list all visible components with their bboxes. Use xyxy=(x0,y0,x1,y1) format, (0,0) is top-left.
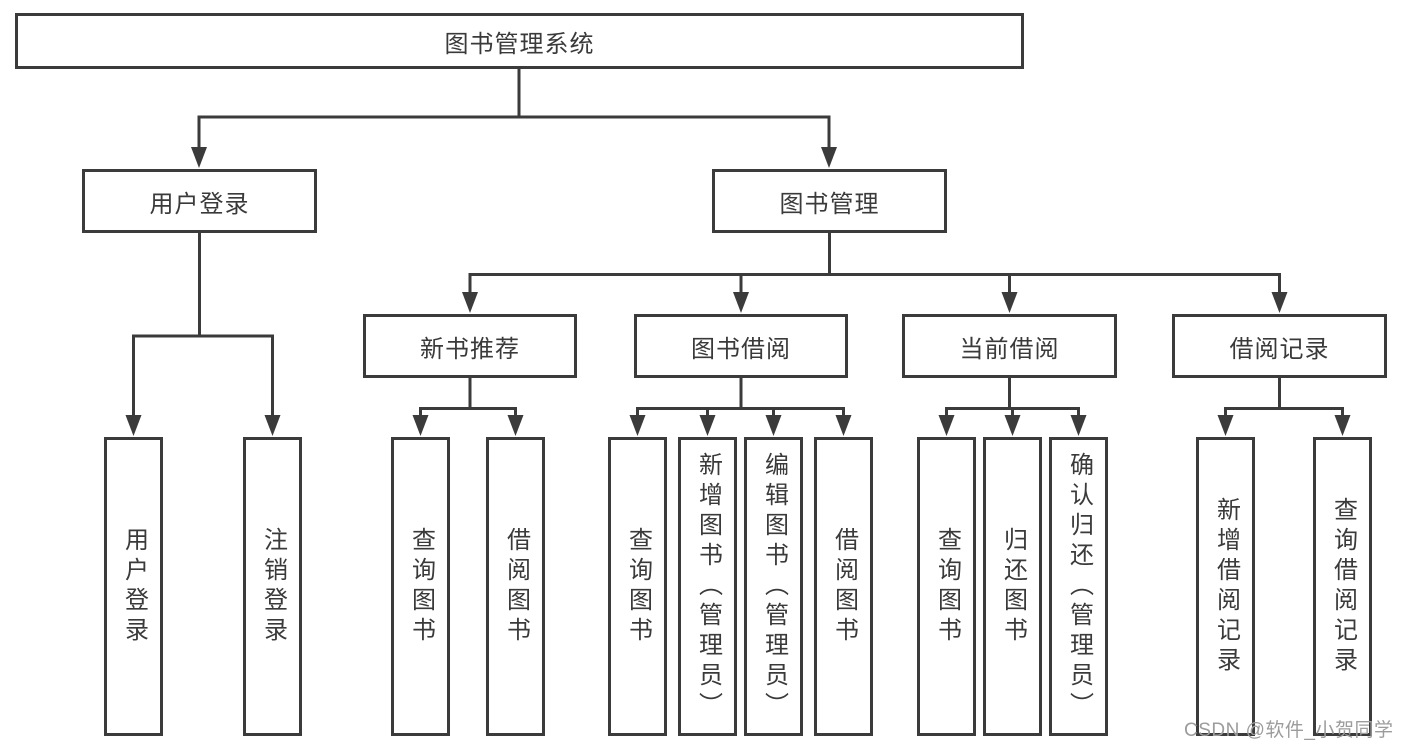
leaf-label: 查询图书 xyxy=(933,526,961,647)
node-label: 图书管理 xyxy=(779,190,880,218)
leaf-logout: 注销登录 xyxy=(243,437,302,736)
leaf-borrow-books-recommend: 借阅图书 xyxy=(486,437,545,736)
leaf-user-login: 用户登录 xyxy=(104,437,163,736)
arrow-icon xyxy=(125,415,142,436)
arrow-icon xyxy=(264,415,281,436)
leaf-label: 查询图书 xyxy=(624,526,652,647)
csdn-watermark: CSDN @软件_小贺同学 xyxy=(1184,720,1394,741)
leaf-label: 编辑图书（管理员） xyxy=(760,451,788,722)
leaf-query-books-current: 查询图书 xyxy=(917,437,976,736)
leaf-query-borrow-record: 查询借阅记录 xyxy=(1313,437,1372,736)
arrow-icon xyxy=(1004,415,1021,436)
node-borrow-records: 借阅记录 xyxy=(1172,314,1387,378)
leaf-label: 查询借阅记录 xyxy=(1329,496,1357,677)
arrow-icon xyxy=(733,292,749,313)
node-label: 图书管理系统 xyxy=(444,30,595,58)
connector-level3-rail xyxy=(468,273,1281,294)
node-new-book-recommend: 新书推荐 xyxy=(363,314,577,378)
leaf-return-books: 归还图书 xyxy=(983,437,1042,736)
arrow-icon xyxy=(1217,415,1234,436)
leaf-label: 新增借阅记录 xyxy=(1212,496,1240,677)
arrow-icon xyxy=(412,415,429,436)
leaf-label: 注销登录 xyxy=(259,526,287,647)
node-book-management: 图书管理 xyxy=(712,169,947,233)
leaf-add-books-admin: 新增图书（管理员） xyxy=(678,437,737,736)
connector-newbook-rail xyxy=(419,407,517,418)
arrow-icon xyxy=(1070,415,1087,436)
arrow-icon xyxy=(1271,292,1288,313)
node-current-borrow: 当前借阅 xyxy=(902,314,1117,378)
connector-level2-rail xyxy=(197,115,831,151)
arrow-icon xyxy=(462,292,478,313)
leaf-edit-books-admin: 编辑图书（管理员） xyxy=(744,437,803,736)
leaf-confirm-return-admin: 确认归还（管理员） xyxy=(1049,437,1108,736)
connector-records-rail xyxy=(1224,407,1344,418)
leaf-query-books-borrow: 查询图书 xyxy=(608,437,667,736)
leaf-label: 新增图书（管理员） xyxy=(694,451,722,722)
leaf-borrow-books: 借阅图书 xyxy=(814,437,873,736)
arrow-icon xyxy=(507,415,524,436)
leaf-label: 借阅图书 xyxy=(830,526,858,647)
arrow-icon xyxy=(821,147,837,168)
arrow-icon xyxy=(765,415,782,436)
arrow-icon xyxy=(938,415,955,436)
connector-userlogin-rail xyxy=(132,334,274,418)
leaf-add-borrow-record: 新增借阅记录 xyxy=(1196,437,1255,736)
node-root-system: 图书管理系统 xyxy=(15,13,1024,69)
arrow-icon xyxy=(629,415,646,436)
leaf-label: 查询图书 xyxy=(407,526,435,647)
arrow-icon xyxy=(1334,415,1351,436)
arrow-icon xyxy=(1001,292,1018,313)
arrow-icon xyxy=(835,415,852,436)
leaf-label: 确认归还（管理员） xyxy=(1065,451,1093,722)
leaf-label: 借阅图书 xyxy=(502,526,530,647)
arrow-icon xyxy=(699,415,716,436)
node-user-login: 用户登录 xyxy=(82,169,317,233)
connector-bookborrow-rail xyxy=(636,407,845,418)
leaf-query-books-recommend: 查询图书 xyxy=(391,437,450,736)
node-label: 新书推荐 xyxy=(420,335,520,363)
arrow-icon xyxy=(191,147,207,168)
node-label: 图书借阅 xyxy=(691,335,791,363)
node-label: 借阅记录 xyxy=(1229,335,1330,363)
node-book-borrow: 图书借阅 xyxy=(634,314,848,378)
leaf-label: 归还图书 xyxy=(999,526,1027,647)
node-label: 当前借阅 xyxy=(959,335,1060,363)
leaf-label: 用户登录 xyxy=(120,526,148,647)
arrowheads xyxy=(125,147,1351,436)
node-label: 用户登录 xyxy=(149,190,250,218)
